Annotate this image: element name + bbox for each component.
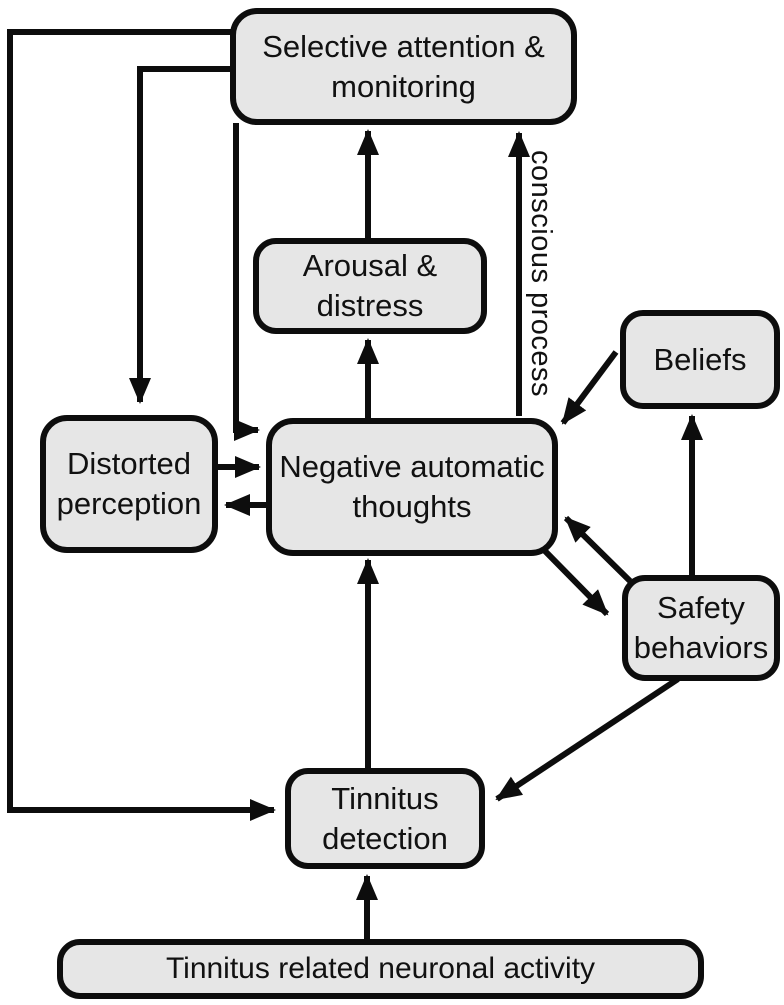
node-negative-automatic-thoughts: Negative automatic thoughts bbox=[266, 418, 558, 556]
node-label-beliefs: Beliefs bbox=[653, 341, 747, 377]
edge-selective-attention-to-distorted-perception bbox=[129, 66, 232, 404]
node-safety-behaviors: Safety behaviors bbox=[622, 575, 780, 681]
node-selective-attention: Selective attention & monitoring bbox=[230, 8, 577, 125]
node-label-distorted-perception: Distorted perception bbox=[56, 446, 202, 521]
node-arousal-distress: Arousal & distress bbox=[253, 238, 487, 334]
node-label-selective-attention: Selective attention & monitoring bbox=[262, 28, 545, 104]
node-label-arousal-distress: Arousal & distress bbox=[302, 248, 438, 323]
edge-safety-behaviors-to-negative-automatic-thoughts bbox=[563, 515, 633, 584]
edge-beliefs-to-negative-automatic-thoughts bbox=[560, 350, 619, 425]
node-label-safety-behaviors: Safety behaviors bbox=[633, 590, 769, 665]
node-label-tinnitus-detection: Tinnitus detection bbox=[322, 780, 448, 856]
edge-selective-attention-to-tinnitus-detection bbox=[7, 29, 276, 821]
edge-negative-automatic-thoughts-to-safety-behaviors bbox=[542, 548, 610, 617]
node-beliefs: Beliefs bbox=[620, 310, 780, 409]
edge-safety-behaviors-to-tinnitus-detection bbox=[495, 676, 680, 802]
node-tinnitus-detection: Tinnitus detection bbox=[285, 768, 485, 869]
node-label-neuronal-activity: Tinnitus related neuronal activity bbox=[165, 951, 596, 985]
edge-label-conscious-process: conscious process bbox=[525, 150, 557, 398]
node-label-negative-automatic-thoughts: Negative automatic thoughts bbox=[279, 449, 545, 524]
edge-selective-attention-to-negative-automatic-thoughts bbox=[233, 123, 260, 441]
node-neuronal-activity: Tinnitus related neuronal activity bbox=[57, 939, 704, 999]
node-distorted-perception: Distorted perception bbox=[40, 415, 218, 553]
